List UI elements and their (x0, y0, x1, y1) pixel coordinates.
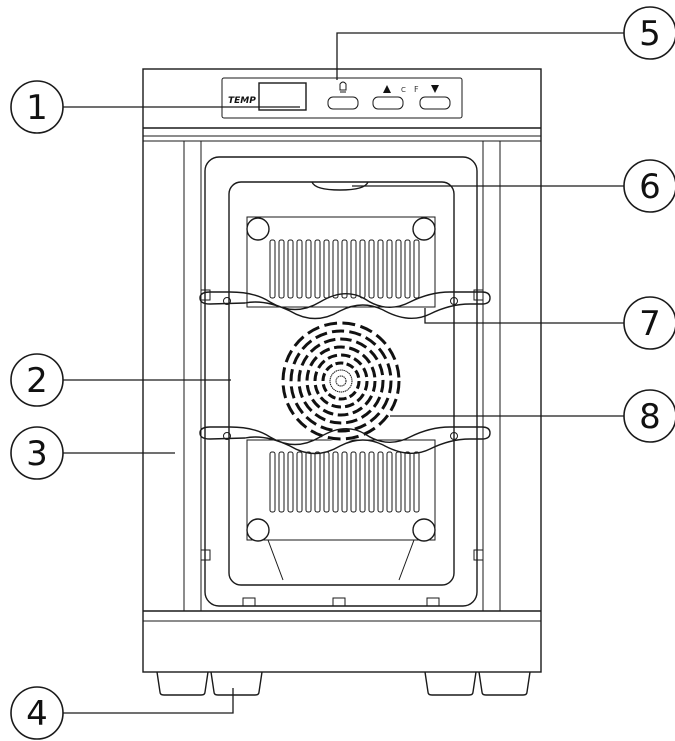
control-panel: TEMP C F (221, 77, 463, 119)
callout-3: 3 (10, 426, 64, 480)
vent-slat (296, 239, 303, 299)
fan-ring (305, 345, 377, 417)
callout-8: 8 (623, 389, 675, 443)
vent-slat (323, 239, 330, 299)
vent-slat (368, 451, 375, 513)
vent-slat (278, 451, 285, 513)
vent-slat (386, 451, 393, 513)
vent-slat (359, 451, 366, 513)
fan-ring (289, 329, 393, 433)
vent-slat (395, 451, 402, 513)
upper-vent (246, 216, 436, 308)
vent-slat (386, 239, 393, 299)
callout-7: 7 (623, 296, 675, 350)
vent-slat (278, 239, 285, 299)
vent-slat (404, 239, 411, 299)
callout-3-label: 3 (26, 434, 48, 474)
callout-5-label: 5 (639, 14, 661, 54)
interior-compartment (228, 181, 455, 586)
light-button[interactable] (327, 96, 359, 110)
door-frame (183, 141, 501, 611)
wine-rack-lower (199, 426, 491, 455)
vent-slat (269, 451, 276, 513)
fan-ring (281, 321, 401, 441)
fan-grille (281, 321, 401, 441)
callout-6: 6 (623, 159, 675, 213)
light-icon (339, 81, 347, 93)
vent-slat (377, 239, 384, 299)
callout-8-label: 8 (639, 397, 661, 437)
callout-2-label: 2 (26, 361, 48, 401)
vent-slat (350, 451, 357, 513)
callout-4: 4 (10, 686, 64, 740)
fan-ring (297, 337, 385, 425)
fan-ring (313, 353, 369, 409)
vent-slat (269, 239, 276, 299)
fan-ring (321, 361, 361, 401)
cabinet-body (142, 68, 542, 673)
vent-slat (323, 451, 330, 513)
callout-1-label: 1 (26, 88, 48, 128)
vent-slat (341, 239, 348, 299)
down-arrow-icon (431, 85, 439, 93)
feet (156, 671, 531, 696)
vent-slat (404, 451, 411, 513)
vent-slat (314, 239, 321, 299)
callout-7-label: 7 (639, 304, 661, 344)
vent-slat (413, 451, 420, 513)
temperature-display (258, 82, 307, 111)
temp-label: TEMP (228, 96, 256, 106)
lower-vent (246, 439, 436, 581)
vent-slat (305, 239, 312, 299)
vent-slat (332, 239, 339, 299)
vent-slat (341, 451, 348, 513)
vent-slat (377, 451, 384, 513)
vent-slat (368, 239, 375, 299)
vent-slat (287, 451, 294, 513)
callout-5: 5 (623, 6, 675, 60)
down-button[interactable] (419, 96, 451, 110)
vent-slat (314, 451, 321, 513)
vent-slat (332, 451, 339, 513)
unit-f-label: F (414, 85, 419, 94)
vent-slat (359, 239, 366, 299)
wine-rack-upper (199, 291, 491, 320)
vent-slat (395, 239, 402, 299)
vent-slat (287, 239, 294, 299)
vent-slat (296, 451, 303, 513)
fan-ring (329, 369, 353, 393)
vent-slat (413, 239, 420, 299)
up-button[interactable] (372, 96, 404, 110)
unit-c-label: C (401, 86, 406, 94)
callout-1: 1 (10, 80, 64, 134)
callout-6-label: 6 (639, 167, 661, 207)
up-arrow-icon (383, 85, 391, 93)
callout-4-label: 4 (26, 694, 48, 734)
vent-slat (305, 451, 312, 513)
callout-2: 2 (10, 353, 64, 407)
vent-slat (350, 239, 357, 299)
fan-ring (335, 375, 347, 387)
